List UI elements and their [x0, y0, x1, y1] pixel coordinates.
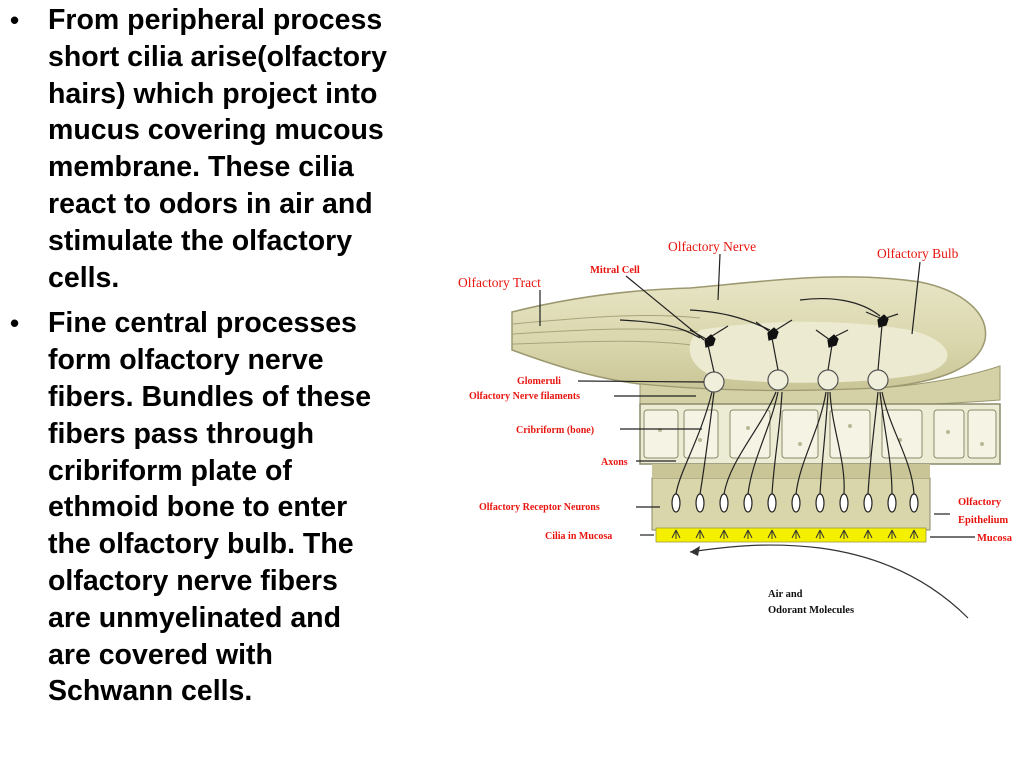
label-axons: Axons: [601, 457, 628, 468]
lamina-layer: [652, 464, 930, 478]
bullet-line: Fine central processes: [48, 307, 357, 340]
bullet-line: stimulate the olfactory: [48, 224, 353, 257]
label-air-1: Air and: [768, 589, 803, 600]
bulb-inner: [689, 321, 948, 383]
glomeruli: [703, 369, 889, 393]
bullet-line: mucus covering mucous: [48, 114, 384, 147]
label-cilia-in-mucosa: Cilia in Mucosa: [545, 531, 612, 542]
bullet-line: short cilia arise(olfactory: [48, 40, 387, 73]
bullet-line: cribriform plate of: [48, 454, 292, 487]
bullet-line: the olfactory bulb. The: [48, 528, 354, 561]
label-olfactory-nerve-filaments: Olfactory Nerve filaments: [469, 391, 580, 402]
bullet-line: olfactory nerve fibers: [48, 564, 338, 597]
mitral-dendrites: [619, 297, 899, 373]
bullet-line: are covered with: [48, 638, 273, 671]
cilia: [671, 529, 919, 539]
label-glomeruli: Glomeruli: [517, 376, 561, 387]
label-cribriform: Cribriform (bone): [516, 425, 594, 436]
bullet-line: form olfactory nerve: [48, 344, 324, 377]
bullet-line: From peripheral process: [48, 4, 383, 36]
bullet-line: react to odors in air and: [48, 187, 373, 220]
bullet-item-1: • From peripheral process short cilia ar…: [10, 2, 450, 296]
label-olfactory-tract: Olfactory Tract: [458, 275, 541, 290]
label-olfactory-nerve: Olfactory Nerve: [668, 239, 756, 254]
bullet-line: membrane. These cilia: [48, 151, 354, 184]
bullet-item-2: • Fine central processes form olfactory …: [10, 305, 450, 710]
bullet-marker: •: [10, 5, 20, 35]
bullet-line: fibers. Bundles of these: [48, 380, 372, 413]
label-receptor-neurons: Olfactory Receptor Neurons: [479, 502, 600, 513]
air-arrowhead: [690, 546, 700, 556]
label-olfactory-epithelium-2: Epithelium: [958, 515, 1008, 526]
label-olfactory-epithelium-1: Olfactory: [958, 497, 1002, 508]
air-flow-arrow: [689, 544, 969, 619]
bullet-marker: •: [10, 308, 20, 339]
tract-stripes: [511, 315, 701, 347]
mucosa-band: [655, 527, 927, 543]
bullet-line: ethmoid bone to enter: [48, 491, 348, 524]
mitral-cells: [704, 314, 889, 348]
label-olfactory-bulb: Olfactory Bulb: [877, 246, 959, 261]
axon-lines: [675, 391, 915, 495]
label-mucosa: Mucosa: [977, 533, 1013, 544]
bullet-line: Schwann cells.: [48, 675, 253, 708]
bullet-list: • From peripheral process short cilia ar…: [10, 2, 450, 719]
bullet-line: are unmyelinated and: [48, 601, 342, 634]
leader-lines: [539, 253, 975, 538]
bullet-line: hairs) which project into: [48, 77, 378, 110]
bone-cells: [643, 409, 997, 459]
bullet-line: cells.: [48, 261, 120, 294]
label-air-2: Odorant Molecules: [768, 605, 854, 616]
bullet-line: fibers pass through: [48, 417, 315, 450]
olfactory-diagram: Olfactory Tract Mitral Cell Olfactory Ne…: [458, 239, 1013, 619]
label-mitral-cell: Mitral Cell: [590, 265, 640, 276]
